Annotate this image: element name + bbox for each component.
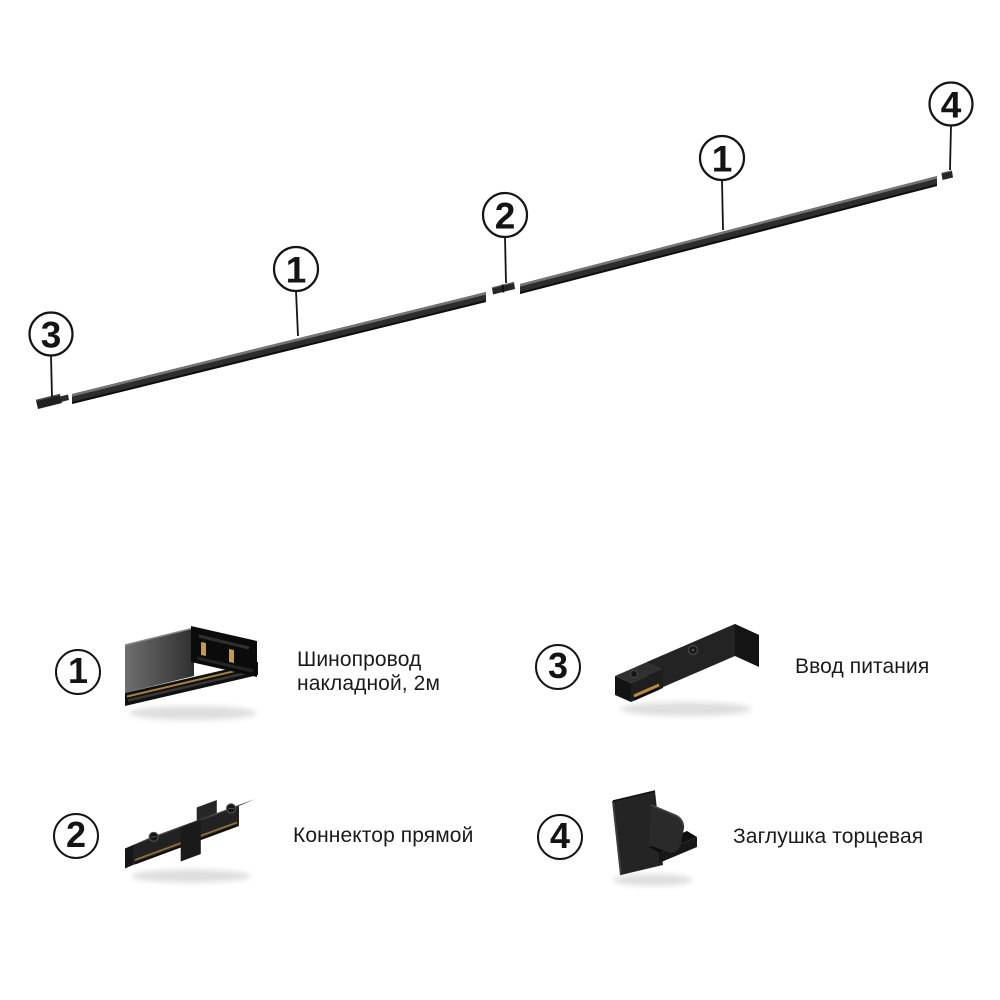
legend-item-1-label-line1: Шинопровод	[297, 648, 422, 671]
track-segment-2	[520, 176, 937, 294]
legend-item-3-label-line1: Ввод питания	[795, 655, 930, 678]
callout-4: 4	[928, 81, 974, 171]
callout-3-number: 3	[41, 315, 62, 356]
legend-item-4-number: 4	[537, 814, 583, 860]
legend-item-2-label-line1: Коннектор прямой	[293, 824, 474, 847]
callout-1-right: 1	[698, 134, 746, 231]
callout-4-number: 4	[941, 85, 962, 126]
legend-item-4-label-line1: Заглушка торцевая	[733, 825, 924, 848]
legend-item-1-label: Шинопровод накладной, 2м	[297, 648, 440, 696]
legend-item-4: 4 Заглушка торцевая	[537, 781, 923, 893]
callout-3: 3	[28, 311, 74, 398]
power-feed-product-image	[615, 623, 759, 716]
callout-2: 2	[481, 191, 529, 284]
callout-1-left: 1	[272, 245, 320, 337]
legend-item-1-label-line2: накладной, 2м	[297, 672, 440, 695]
legend-item-3-number: 3	[535, 644, 581, 690]
track-segment-1	[72, 292, 486, 404]
legend-item-4-label: Заглушка торцевая	[733, 825, 923, 849]
legend-item-1-number: 1	[55, 649, 101, 695]
power-feed-part	[35, 393, 69, 409]
legend-item-2-number: 2	[53, 813, 99, 859]
legend-item-2-label: Коннектор прямой	[293, 824, 473, 848]
end-cap-product-image	[612, 790, 697, 886]
straight-connector-product-image	[125, 799, 255, 883]
surface-track-product-image	[124, 626, 258, 720]
legend-item-3-label: Ввод питания	[795, 655, 929, 679]
callout-2-number: 2	[495, 196, 516, 237]
callout-1-right-number: 1	[712, 139, 733, 180]
end-cap-part	[941, 170, 953, 180]
callout-1-left-number: 1	[286, 250, 307, 291]
straight-connector-part	[491, 281, 515, 295]
legend-item-1: 1 Шинопровод накладной, 2м	[55, 616, 440, 728]
assembly-diagram: 3 1 2 1 4	[28, 81, 974, 409]
legend-item-2: 2 Коннектор прямой	[53, 780, 473, 892]
legend-item-3: 3 Ввод питания	[535, 611, 929, 723]
